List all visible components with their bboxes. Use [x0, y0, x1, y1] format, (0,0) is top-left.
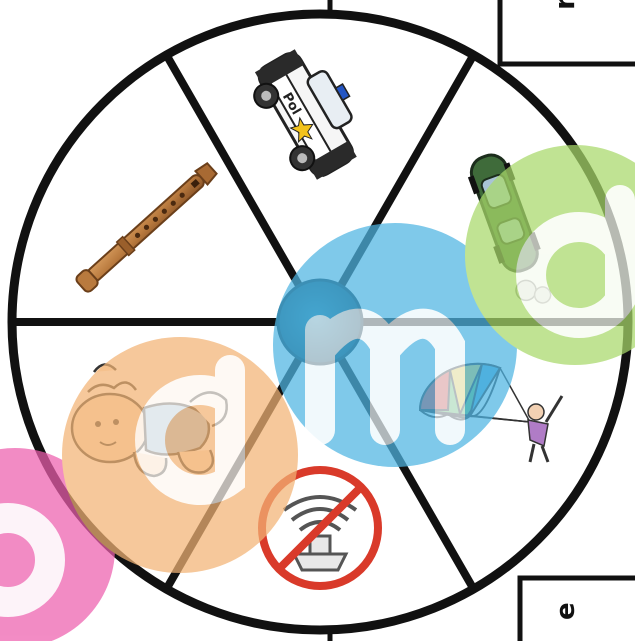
- corner-letter-bottom: e: [551, 602, 581, 620]
- corner-letter-top: r: [548, 0, 581, 10]
